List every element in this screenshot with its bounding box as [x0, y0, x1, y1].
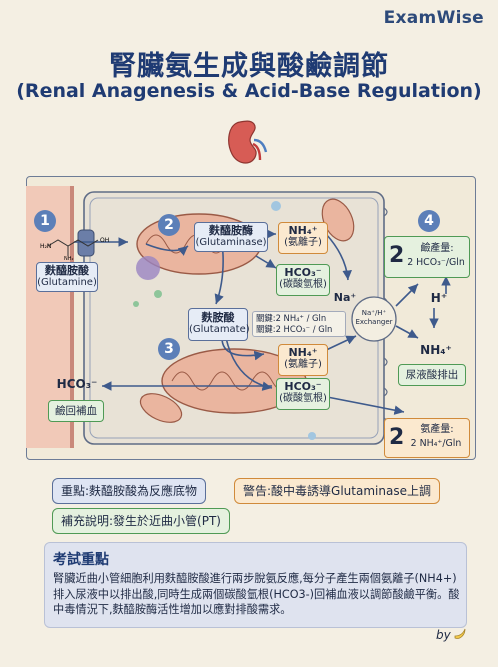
- base-yield-label: 鹼產量:: [420, 243, 454, 254]
- ammonia-yield-box: 2 氨產量: 2 NH₄⁺/Gln: [384, 418, 470, 458]
- step-2-badge: 2: [158, 214, 180, 236]
- summary-text: 腎臟近曲小管細胞利用麩醯胺酸進行兩步脫氨反應,每分子產生兩個氨離子(NH4+)排…: [53, 572, 460, 616]
- key-point-callout: 重點:麩醯胺酸為反應底物: [52, 478, 207, 504]
- page-subtitle: (Renal Anagenesis & Acid-Base Regulation…: [16, 80, 482, 102]
- note-callout: 補充說明:發生於近曲小管(PT): [52, 508, 230, 534]
- blood-return-label: 鹼回補血: [48, 400, 104, 422]
- svg-text:OH: OH: [100, 237, 109, 244]
- step-3-badge: 3: [158, 338, 180, 360]
- ammonia-yield-value: 2 NH₄⁺/Gln: [410, 438, 462, 449]
- exchanger-label: Na⁺/H⁺ Exchanger: [352, 309, 396, 327]
- yield-note: 關鍵:2 NH₄⁺ / Gln 關鍵:2 HCO₃⁻ / Gln: [252, 311, 346, 337]
- hco3-mid-zh: (碳酸氫根): [279, 393, 327, 404]
- yield-note-line1: 關鍵:2 NH₄⁺ / Gln: [256, 313, 327, 323]
- h-ion-label: H⁺: [430, 291, 448, 305]
- nh4-top-box: NH₄⁺ (氨離子): [278, 222, 328, 254]
- banana-icon: [454, 628, 466, 639]
- base-yield-box: 2 鹼產量: 2 HCO₃⁻/Gln: [384, 236, 470, 278]
- svg-text:NH₂: NH₂: [64, 256, 74, 260]
- base-yield-number: 2: [389, 243, 405, 268]
- glutamate-label: 麩胺酸 (Glutamate): [188, 308, 250, 341]
- page-title: 腎臟氨生成與酸鹼調節: [109, 51, 389, 82]
- signature-text: by: [436, 628, 451, 642]
- glutamate-name-en: (Glutamate): [189, 324, 250, 335]
- glutamate-name-zh: 麩胺酸: [201, 311, 235, 324]
- nh4-lumen-label: NH₄⁺: [420, 343, 452, 357]
- na-ion-label: Na⁺: [333, 291, 357, 304]
- exchanger-line2: Exchanger: [355, 318, 393, 326]
- transporter-icon: [77, 229, 95, 257]
- glutamine-name-en: (Glutamine): [37, 277, 97, 288]
- urine-excretion-label: 尿液酸排出: [398, 364, 466, 386]
- hco3-top-formula: HCO₃⁻: [284, 266, 322, 279]
- glutamine-structure-icon: H₂N OH NH₂: [40, 237, 109, 260]
- step-1-badge: 1: [34, 210, 56, 232]
- hco3-blood-label: HCO₃⁻: [56, 377, 98, 391]
- glutaminase-name-zh: 麩醯胺酶: [209, 224, 253, 237]
- glutaminase-name-en: (Glutaminase): [195, 237, 267, 248]
- yield-note-line2: 關鍵:2 HCO₃⁻ / Gln: [256, 324, 333, 334]
- nh4-mid-zh: (氨離子): [284, 359, 322, 370]
- hco3-mid-formula: HCO₃⁻: [284, 380, 322, 393]
- glutaminase-label: 麩醯胺酶 (Glutaminase): [194, 222, 268, 252]
- hco3-mid-box: HCO₃⁻ (碳酸氫根): [276, 378, 330, 410]
- glutamine-label: 麩醯胺酸 (Glutamine): [36, 262, 98, 292]
- hco3-top-box: HCO₃⁻ (碳酸氫根): [276, 264, 330, 296]
- nh4-mid-formula: NH₄⁺: [288, 346, 318, 359]
- exam-summary-panel: 考試重點 腎臟近曲小管細胞利用麩醯胺酸進行兩步脫氨反應,每分子產生兩個氨離子(N…: [44, 542, 467, 628]
- glutamine-name-zh: 麩醯胺酸: [45, 264, 89, 277]
- ammonia-yield-number: 2: [389, 425, 405, 450]
- svg-text:H₂N: H₂N: [40, 243, 51, 250]
- warning-callout: 警告:酸中毒誘導Glutaminase上調: [234, 478, 440, 504]
- exchanger-line1: Na⁺/H⁺: [361, 309, 387, 317]
- brand-logo: ExamWise: [383, 8, 484, 28]
- ammonia-yield-label: 氨產量:: [420, 424, 454, 435]
- step-4-badge: 4: [418, 210, 440, 232]
- nh4-top-zh: (氨離子): [284, 237, 322, 248]
- hco3-top-zh: (碳酸氫根): [279, 279, 327, 290]
- base-yield-value: 2 HCO₃⁻/Gln: [407, 257, 465, 268]
- nh4-mid-box: NH₄⁺ (氨離子): [278, 344, 328, 376]
- kidney-icon: [228, 120, 268, 164]
- nh4-top-formula: NH₄⁺: [288, 224, 318, 237]
- exchanger-icon: [351, 296, 397, 342]
- summary-heading: 考試重點: [53, 552, 109, 568]
